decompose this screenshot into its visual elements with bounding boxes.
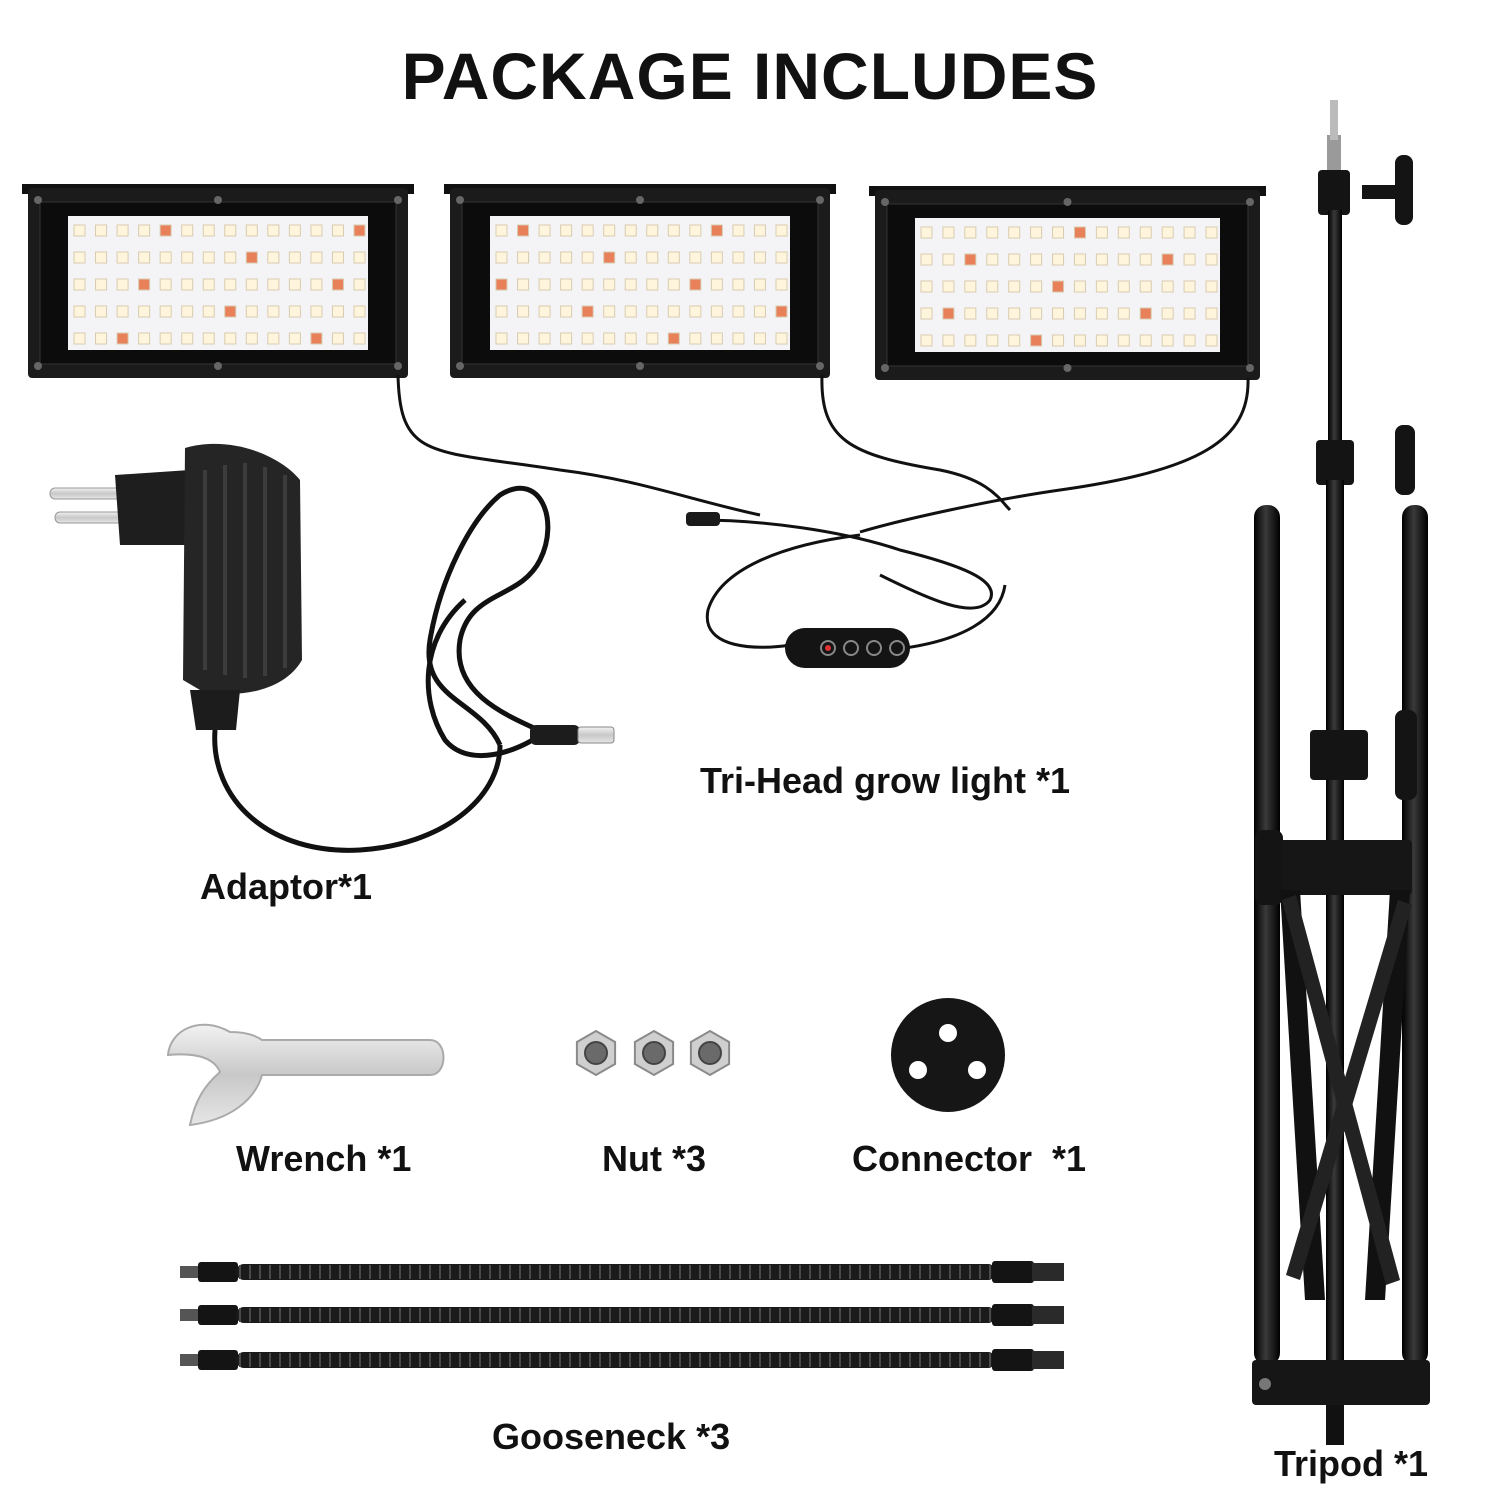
gooseneck-label: Gooseneck *3 (492, 1416, 731, 1457)
gooseneck (180, 1261, 1064, 1283)
wrench-label: Wrench *1 (236, 1138, 412, 1179)
hex-nut (633, 1029, 675, 1077)
nut-label: Nut *3 (602, 1138, 707, 1179)
tripod-stand (1252, 100, 1430, 1445)
grow-light-cables (396, 374, 1250, 650)
tri-head-grow-light (22, 184, 1266, 380)
led-panel (869, 186, 1266, 380)
led-panel (444, 184, 836, 378)
gooseneck (180, 1304, 1064, 1326)
dc-barrel-plug (530, 725, 615, 745)
connector-label: Connector *1 (852, 1138, 1087, 1179)
wrench (166, 1023, 445, 1127)
adaptor-label: Adaptor*1 (200, 866, 373, 907)
dimmer-controller (785, 628, 910, 668)
nuts (575, 1029, 731, 1077)
hex-nut (689, 1029, 731, 1077)
page-title: PACKAGE INCLUDES (401, 39, 1099, 113)
grow-light-label: Tri-Head grow light *1 (700, 760, 1071, 801)
tripod-label: Tripod *1 (1274, 1443, 1429, 1484)
led-panel (22, 184, 414, 378)
dc-plug (686, 512, 720, 526)
hex-nut (575, 1029, 617, 1077)
connector-plate (891, 998, 1005, 1112)
adaptor-cable (212, 485, 562, 853)
power-adaptor (49, 443, 302, 730)
gooseneck-arms (180, 1261, 1064, 1371)
gooseneck (180, 1349, 1064, 1371)
